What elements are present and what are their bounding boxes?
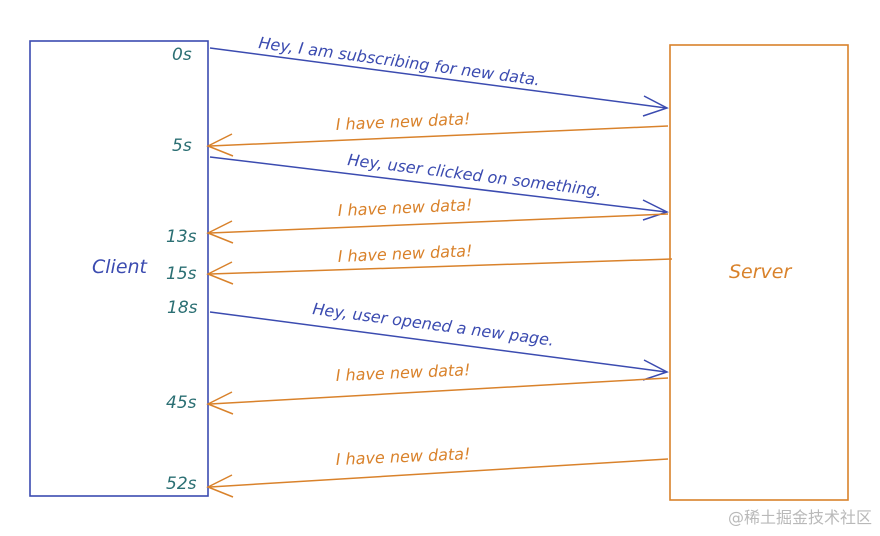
message-new-data-5s: I have new data! xyxy=(335,109,470,134)
message-subscribe: Hey, I am subscribing for new data. xyxy=(257,33,541,89)
arrow-new-data-52s xyxy=(206,458,669,498)
time-label-13s: 13s xyxy=(166,227,197,247)
message-new-data-52s: I have new data! xyxy=(335,444,470,469)
client-box xyxy=(29,40,209,497)
time-label-5s: 5s xyxy=(172,136,192,156)
client-label: Client xyxy=(92,256,149,278)
time-label-18s: 18s xyxy=(167,298,198,318)
arrow-clicked xyxy=(209,156,669,221)
time-label-15s: 15s xyxy=(166,264,197,284)
message-new-data-15s: I have new data! xyxy=(337,241,472,266)
server-box xyxy=(669,44,849,501)
arrow-opened xyxy=(209,311,669,381)
message-new-data-45s: I have new data! xyxy=(335,360,470,385)
arrow-new-data-5s xyxy=(206,125,669,157)
arrow-new-data-15s xyxy=(206,258,673,285)
watermark: @稀土掘金技术社区 xyxy=(727,508,872,527)
arrow-new-data-45s xyxy=(206,377,669,415)
message-clicked: Hey, user clicked on something. xyxy=(347,150,603,200)
arrow-new-data-13s xyxy=(206,213,669,244)
time-label-52s: 52s xyxy=(166,474,197,494)
time-label-0s: 0s xyxy=(172,45,192,65)
time-label-45s: 45s xyxy=(166,393,197,413)
server-label: Server xyxy=(729,261,792,283)
arrow-subscribe xyxy=(209,47,669,117)
message-new-data-13s: I have new data! xyxy=(337,195,472,220)
